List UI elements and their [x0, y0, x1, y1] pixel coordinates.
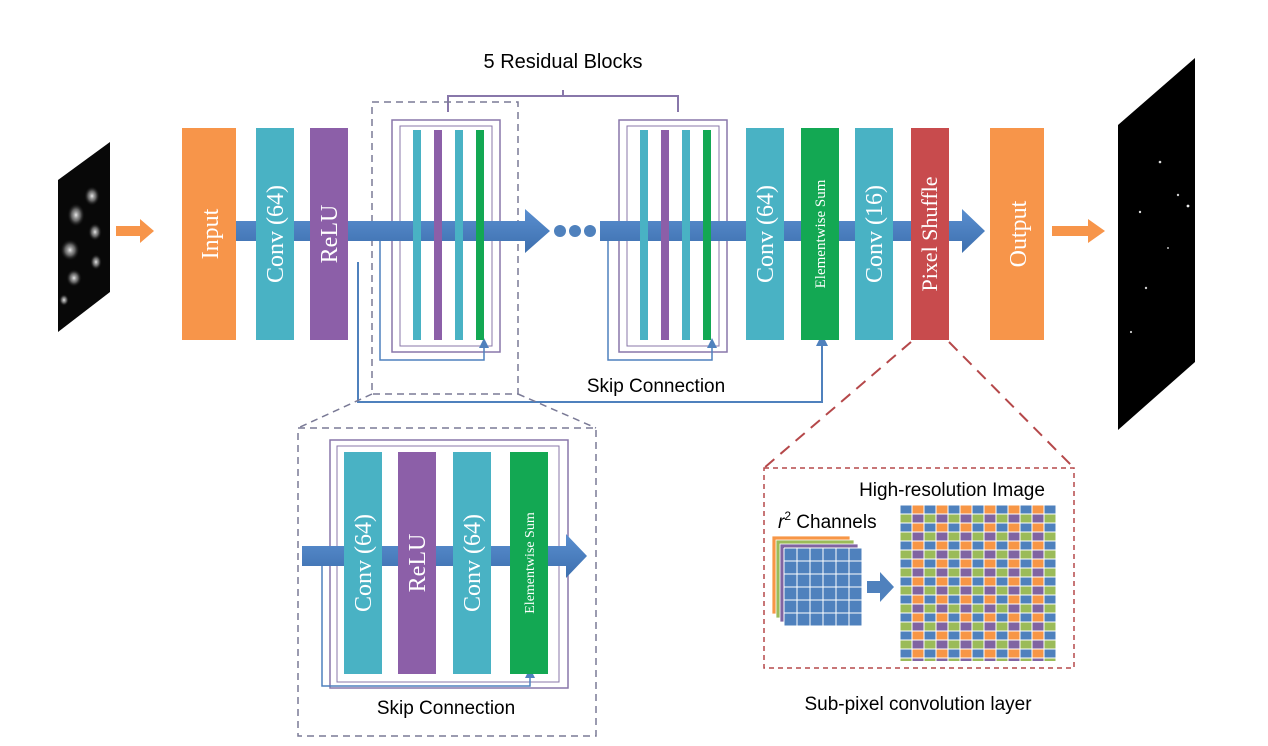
subpixel-arrow-icon	[867, 572, 894, 602]
channels-word: Channels	[791, 512, 877, 533]
residual-detail-relu-block	[398, 452, 436, 674]
residual-detail-relu-label: ReLU	[405, 534, 431, 593]
main-data-flow-arrow-1	[236, 209, 550, 253]
residual-blocks-label: 5 Residual Blocks	[484, 51, 643, 73]
conv64-layer-label-a: Conv (64)	[263, 185, 289, 283]
residual-block-1-layers	[413, 130, 484, 340]
residual-zoom-line-left	[297, 393, 373, 429]
residual-detail-conv64-label-1: Conv (64)	[351, 514, 377, 612]
residual-detail-dashed-box	[297, 427, 597, 737]
conv64-layer-block-a	[256, 128, 294, 340]
main-skip-connection-line	[357, 262, 823, 403]
residual-block-detail: Conv (64) ReLU Conv (64) Elementwise Sum…	[297, 427, 597, 737]
residual-blocks-bracket	[447, 90, 679, 112]
conv64-layer-label-b: Conv (64)	[753, 185, 779, 283]
subpixel-conv-detail: High-resolution Image r2 Channels Sub-pi…	[763, 467, 1075, 715]
main-skip-connection-label: Skip Connection	[587, 376, 725, 397]
subpixel-detail-dashed-box	[763, 467, 1075, 669]
subpixel-zoom-line-right	[948, 341, 1075, 469]
input-arrow-icon	[116, 219, 154, 243]
residual-block-1-skip-arrowhead-icon	[479, 338, 489, 348]
residual-block-highlight-box	[371, 101, 519, 395]
residual-detail-conv64-block-1	[344, 452, 382, 674]
r2-channels-label: r2 Channels	[778, 509, 877, 533]
residual-detail-skip-line	[321, 556, 531, 687]
residual-detail-conv64-label-2: Conv (64)	[460, 514, 486, 612]
residual-detail-skip-connection-label: Skip Connection	[377, 698, 515, 719]
residual-block-5-skip-arrowhead-icon	[707, 338, 717, 348]
main-data-flow-arrow-2	[600, 209, 985, 253]
input-layer-block	[182, 128, 236, 340]
high-res-image-grid	[900, 505, 1056, 661]
conv64-layer-block-b	[746, 128, 784, 340]
residual-block-5-layers	[640, 130, 711, 340]
residual-detail-elementwise-sum-block	[510, 452, 548, 674]
input-image	[58, 142, 110, 332]
output-image	[1118, 58, 1195, 430]
r-superscript: 2	[784, 509, 791, 523]
output-layer-label: Output	[1006, 200, 1032, 267]
relu-layer-label: ReLU	[317, 205, 343, 264]
pixel-shuffle-layer-label: Pixel Shuffle	[917, 176, 942, 291]
residual-block-1-skip-line	[379, 232, 485, 361]
subpixel-caption: Sub-pixel convolution layer	[804, 694, 1032, 715]
residual-detail-conv64-block-2	[453, 452, 491, 674]
residual-detail-elementwise-sum-label: Elementwise Sum	[523, 512, 538, 614]
r-symbol: r	[778, 512, 785, 533]
elementwise-sum-layer-block	[801, 128, 839, 340]
output-layer-block	[990, 128, 1044, 340]
conv16-layer-block	[855, 128, 893, 340]
pixel-shuffle-layer-block	[911, 128, 949, 340]
elementwise-sum-layer-label: Elementwise Sum	[813, 179, 829, 288]
relu-layer-block	[310, 128, 348, 340]
conv16-layer-label: Conv (16)	[862, 185, 888, 283]
output-arrow-icon	[1052, 219, 1105, 243]
residual-detail-flow-arrow	[302, 534, 587, 578]
residual-zoom-line-right	[517, 393, 597, 429]
stacked-channel-grids	[771, 535, 863, 627]
subpixel-zoom-line-left	[763, 341, 912, 469]
residual-block-5-skip-line	[607, 232, 713, 361]
input-layer-label: Input	[198, 208, 224, 259]
high-res-image-label: High-resolution Image	[859, 480, 1045, 501]
ellipsis-dots	[554, 225, 596, 237]
